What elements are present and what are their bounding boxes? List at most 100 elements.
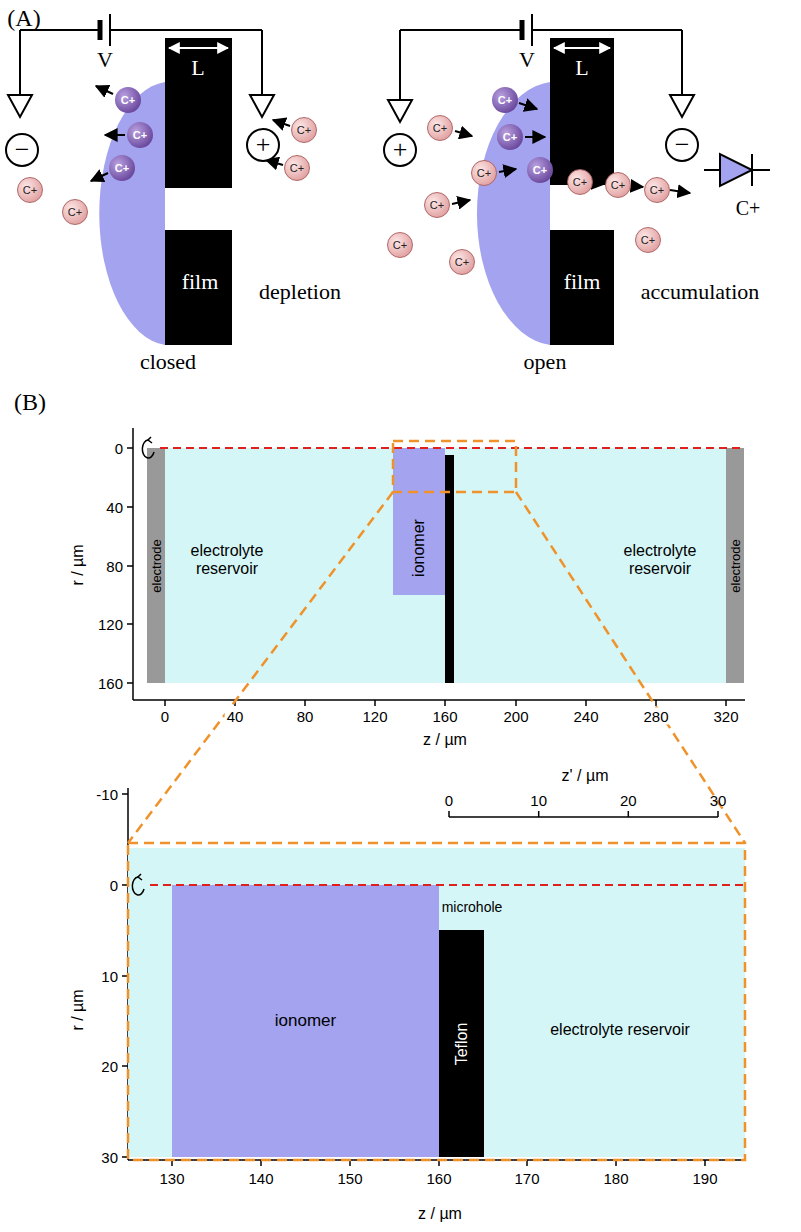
figure-label: L <box>191 55 204 81</box>
electrode: electrode <box>147 448 165 683</box>
node-label: C+ <box>533 164 547 176</box>
film: film <box>165 230 232 345</box>
axis-label: 0 <box>115 440 123 457</box>
axis-label: 140 <box>248 1170 273 1187</box>
cation: C+ <box>291 117 317 143</box>
film-top <box>550 38 614 185</box>
thickness-arrow <box>169 47 228 49</box>
figure-label: microhole <box>442 899 503 915</box>
teflon-film: Teflon <box>439 930 484 1157</box>
cation: C+ <box>567 169 593 195</box>
axis-label: 240 <box>571 708 600 725</box>
node-label: C+ <box>121 94 135 106</box>
cation: C+ <box>62 199 88 225</box>
node-label: electrolyte reservoir <box>610 542 710 578</box>
axis-label: 10 <box>101 968 118 985</box>
ionomer-shape <box>99 82 165 345</box>
node-label: + <box>256 130 271 160</box>
node-label: C+ <box>503 131 517 143</box>
cation: C+ <box>605 172 631 198</box>
figure-label: open <box>524 349 567 375</box>
cation: C+ <box>427 115 453 141</box>
ionomer-shape <box>477 82 550 345</box>
cation: C+ <box>424 192 450 218</box>
axis-label: z' / µm <box>562 767 609 785</box>
node-label: film <box>182 269 219 295</box>
node-label: Teflon <box>453 1022 471 1065</box>
node-label: C+ <box>611 179 625 191</box>
node-label: C+ <box>23 184 37 196</box>
electrode-sign: + <box>383 133 417 167</box>
figure-label: depletion <box>259 279 341 305</box>
axis-label: 170 <box>514 1170 539 1187</box>
cation: C+ <box>644 177 670 203</box>
axis-label: 160 <box>430 708 459 725</box>
zoom-plot <box>122 788 745 1166</box>
axis-label: 190 <box>692 1170 717 1187</box>
electrolyte-reservoir: electrolyte reservoir ionomer <box>165 448 445 683</box>
axis-label: 0 <box>445 792 453 809</box>
figure-label: accumulation <box>641 279 760 305</box>
figure-label: V <box>519 47 535 73</box>
axis-label: z / µm <box>418 1205 462 1223</box>
axis-label: z / µm <box>423 731 467 749</box>
axis-label: -10 <box>96 786 118 803</box>
electrode: electrode <box>726 448 744 683</box>
axis-label: 130 <box>159 1170 184 1187</box>
node-label: electrolyte reservoir <box>550 1021 690 1039</box>
cation: C+ <box>492 87 518 113</box>
cation: C+ <box>115 87 141 113</box>
axis-label: 30 <box>101 1149 118 1166</box>
node-label: C+ <box>430 199 444 211</box>
cation: C+ <box>387 232 413 258</box>
axis-label: 120 <box>360 708 389 725</box>
node-label: + <box>393 135 408 165</box>
axis-label: 150 <box>337 1170 362 1187</box>
axis-label: 200 <box>501 708 530 725</box>
cation: C+ <box>471 160 497 186</box>
ionomer: ionomer <box>172 885 439 1157</box>
axis-label: 30 <box>710 792 727 809</box>
node-label: C+ <box>498 94 512 106</box>
node-label: C+ <box>290 162 304 174</box>
electrode-sign: − <box>5 133 39 167</box>
node-label: C+ <box>641 234 655 246</box>
axis-label: 160 <box>426 1170 451 1187</box>
figure-label: (B) <box>14 389 46 416</box>
cation: C+ <box>635 227 661 253</box>
node-label: − <box>675 130 690 160</box>
figure-label: (A) <box>7 5 40 32</box>
node-label: ionomer <box>410 519 428 577</box>
symmetry-axis <box>150 448 745 885</box>
node-label: ionomer <box>275 1011 336 1031</box>
cation: C+ <box>109 155 135 181</box>
zoom-outline <box>128 441 745 1160</box>
node-label: C+ <box>573 176 587 188</box>
node-label: C+ <box>477 167 491 179</box>
axis-label: 0 <box>159 708 171 725</box>
axis-label: r / µm <box>69 989 87 1030</box>
axis-label: 20 <box>101 1058 118 1075</box>
axis-label: 40 <box>225 708 246 725</box>
cation: C+ <box>127 122 153 148</box>
ion-arrows <box>91 86 290 181</box>
node-label: electrode <box>149 539 164 592</box>
figure-label: V <box>97 47 113 73</box>
cation: C+ <box>527 157 553 183</box>
axis-label: 0 <box>110 877 118 894</box>
node-label: C+ <box>455 256 469 268</box>
axis-label: r / µm <box>69 544 87 585</box>
diode-symbol <box>704 154 770 186</box>
axis-label: 120 <box>98 616 123 633</box>
film: film <box>550 230 614 345</box>
cation: C+ <box>17 177 43 203</box>
axis-label: 10 <box>530 792 547 809</box>
electrode-sign: − <box>665 128 699 162</box>
axis-label: 80 <box>106 558 123 575</box>
node-label: electrolyte reservoir <box>172 542 282 578</box>
axis-label: 280 <box>641 708 670 725</box>
axis-label: 320 <box>711 708 740 725</box>
cation: C+ <box>284 155 310 181</box>
node-label: C+ <box>433 122 447 134</box>
figure-label: closed <box>140 349 196 375</box>
